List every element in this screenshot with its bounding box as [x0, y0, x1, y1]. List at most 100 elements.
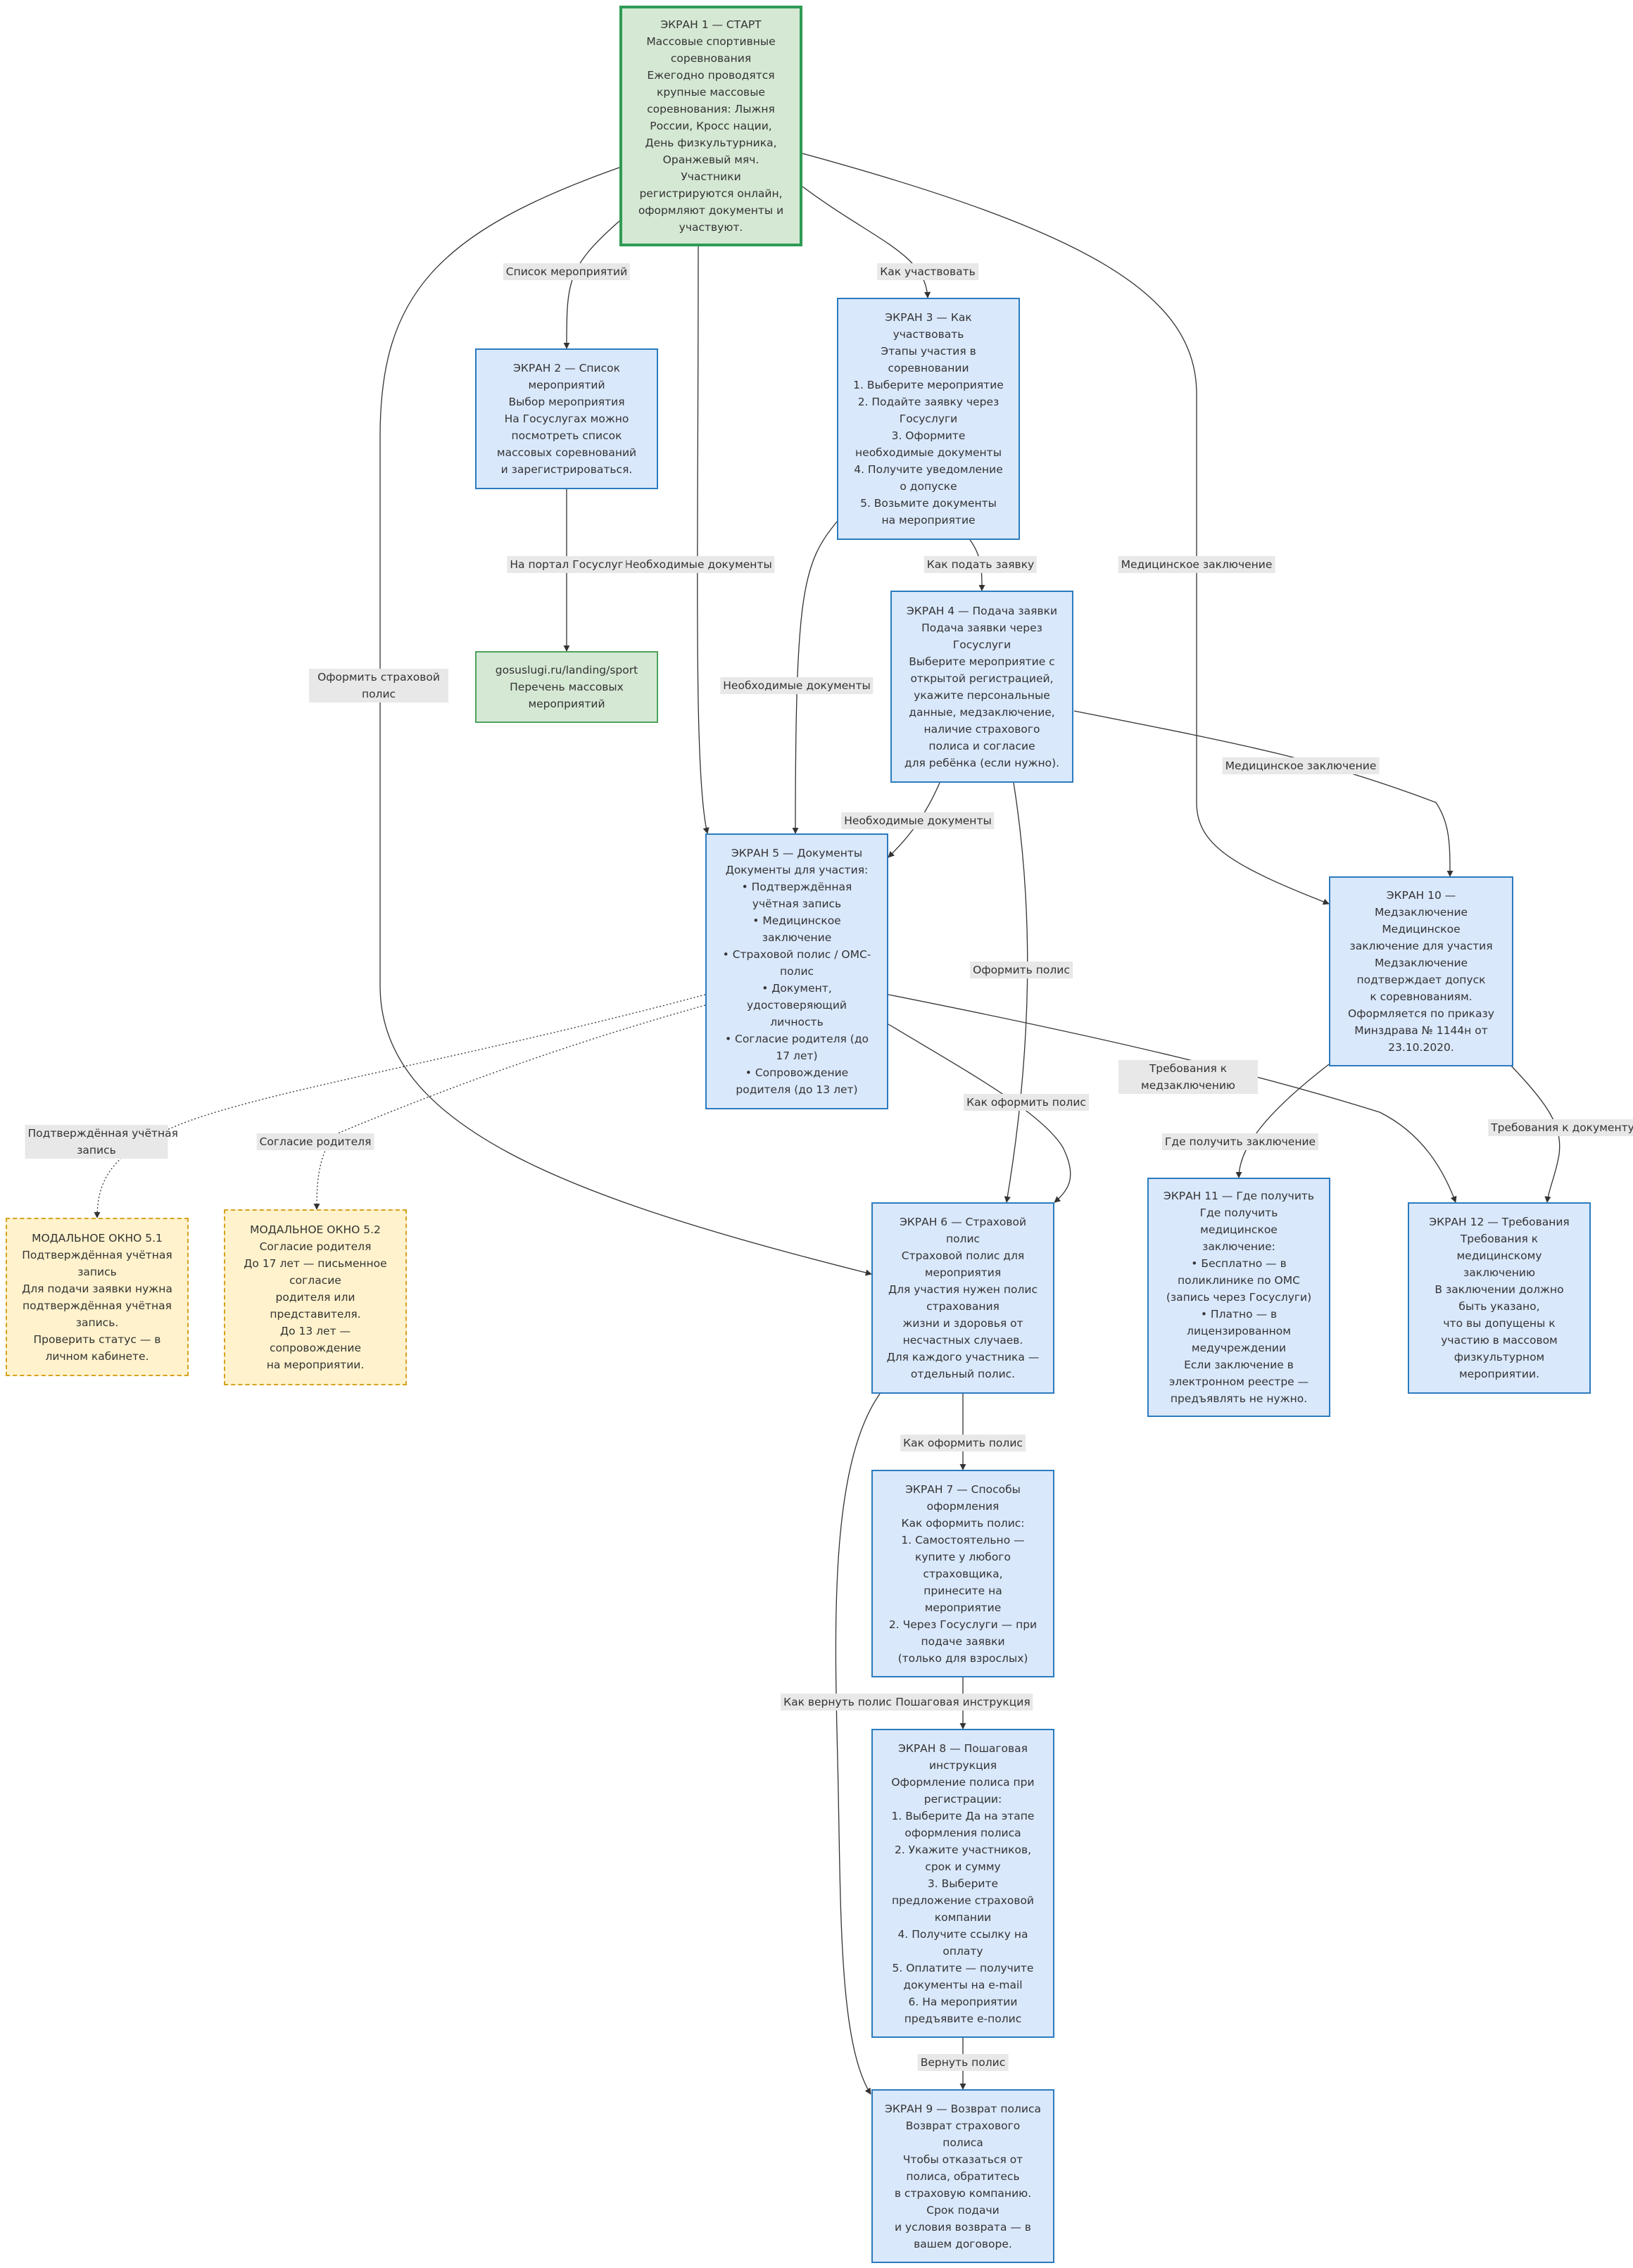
node-text-line: Выберите мероприятие с — [909, 655, 1055, 668]
node-text-line: открытой регистрацией, — [910, 672, 1054, 685]
node-text-line: необходимые документы — [855, 446, 1002, 459]
node-title: ЭКРАН 7 — Способы — [905, 1482, 1021, 1496]
node-text-line: • Платно — в — [1200, 1308, 1278, 1321]
node-text-line: мероприятии. — [1458, 1368, 1540, 1380]
edge-label-parent-consent: Согласие родителя — [256, 1133, 374, 1150]
node-text-line: Медицинское — [1382, 923, 1461, 935]
edge-label-text: полис — [361, 688, 396, 700]
edge-label-text: Как подать заявку — [926, 558, 1035, 571]
node-text-line: Оформление полиса при — [891, 1775, 1035, 1789]
edge-s10-s11 — [1235, 1064, 1330, 1178]
node-text-line: представителя. — [270, 1308, 361, 1321]
node-text-line: регистрируются онлайн, — [639, 187, 783, 200]
node-text-line: • Бесплатно — в — [1191, 1257, 1287, 1270]
node-title: ЭКРАН 12 — Требования — [1429, 1216, 1570, 1228]
node-text-line: Возврат страхового — [905, 2119, 1021, 2132]
node-text-line: страхования — [926, 1300, 1000, 1313]
node-text-line: 6. На мероприятии — [908, 1995, 1018, 2008]
node-text-line: 4. Получите уведомление — [854, 463, 1003, 476]
edge-label-text: Как вернуть полис — [783, 1696, 892, 1708]
node-text-line: для ребёнка (если нужно). — [904, 756, 1060, 769]
node-text-line: принесите на — [923, 1584, 1002, 1597]
edge-label-events-list: Список мероприятий — [503, 263, 631, 280]
node-text-line: • Документ, — [762, 982, 832, 995]
node-text-line: крупные массовые — [657, 86, 765, 99]
edge-s1-s5 — [697, 246, 710, 834]
node-title: ЭКРАН 9 — Возврат полиса — [885, 2102, 1041, 2115]
node-text-line: Подача заявки через — [921, 621, 1042, 634]
node-text-line: Для каждого участника — — [886, 1351, 1040, 1363]
edge-label-how-to-issue-policy: Как оформить полис — [964, 1094, 1089, 1111]
edge-s5-m51 — [94, 994, 706, 1218]
edge-s3-s5 — [792, 520, 838, 834]
node-text-line: 1. Выберите Да на этапе — [891, 1809, 1035, 1822]
node-text-line: полиса, обратитесь — [906, 2169, 1020, 2183]
edge-s10-s12 — [1509, 1064, 1561, 1203]
edge-label-where-to-get: Где получить заключение — [1161, 1133, 1319, 1150]
node-text-line: оформления — [926, 1499, 1000, 1513]
edge-label-text: Пошаговая инструкция — [895, 1696, 1030, 1708]
node-text-line: быть указано, — [1458, 1300, 1540, 1313]
edge-label-issue-policy: Оформить полис — [970, 962, 1073, 978]
node-text-line: Перечень массовых — [510, 681, 624, 693]
node-text-line: День физкультурника, — [645, 137, 777, 149]
node-text-line: предложение страховой — [891, 1894, 1035, 1907]
node-text-line: До 13 лет — — [279, 1325, 351, 1337]
node-text-line: на мероприятии. — [266, 1359, 365, 1371]
edge-s6-s9 — [835, 1393, 881, 2095]
node-text-line: России, Кросс нации, — [650, 120, 772, 132]
node-title: ЭКРАН 5 — Документы — [731, 847, 863, 859]
node-text-line: • Медицинское — [752, 914, 841, 927]
node-text-line: удостоверяющий — [746, 999, 847, 1012]
node-text-line: 5. Возьмите документы — [860, 497, 997, 510]
node-text-line: о допуске — [900, 480, 957, 493]
node-text-line: Где получить — [1199, 1207, 1278, 1219]
node-text-line: заключение для участия — [1349, 940, 1493, 952]
node-text-line: Минздрава № 1144н от — [1354, 1024, 1488, 1037]
node-text-line: Для подачи заявки нужна — [22, 1282, 172, 1295]
node-text-line: страховщика, — [923, 1567, 1003, 1580]
node-text-line: запись — [77, 1265, 117, 1278]
node-text-line: соревновании — [888, 362, 969, 374]
edge-s1-s2 — [563, 220, 620, 349]
node-text-line: наличие страхового — [923, 722, 1040, 736]
edge-label-medical-certificate: Медицинское заключение — [1222, 757, 1380, 774]
node-text-line: вашем договоре. — [914, 2237, 1012, 2250]
edge-label-text: Требования к документу — [1491, 1121, 1633, 1134]
node-text-line: участвуют. — [679, 221, 743, 234]
node-text-line: мероприятие — [924, 1601, 1002, 1614]
edge-label-return-policy: Вернуть полис — [917, 2054, 1009, 2071]
edge-s1-s10 — [802, 153, 1330, 905]
node-text-line: лицензированном — [1187, 1325, 1291, 1337]
node-text-line: мероприятий — [528, 379, 605, 391]
edge-label-medical-certificate: Медицинское заключение — [1118, 556, 1275, 573]
node-title: ЭКРАН 10 — — [1386, 889, 1456, 902]
node-text-line: оформления полиса — [904, 1826, 1021, 1839]
node-text-line: Оформляется по приказу — [1348, 1007, 1494, 1020]
node-text-line: укажите персональные — [914, 688, 1050, 702]
node-text-line: медицинское — [1200, 1223, 1278, 1236]
node-text-line: 17 лет) — [776, 1050, 818, 1062]
node-text-line: личном кабинете. — [45, 1349, 149, 1363]
node-text-line: полиса и согласие — [928, 739, 1035, 752]
node-title: ЭКРАН 8 — Пошаговая — [898, 1741, 1028, 1755]
node-text-line: данные, медзаключение, — [909, 705, 1055, 719]
node-text-line: и зарегистрироваться. — [500, 463, 633, 476]
node-text-line: 2. Через Госуслуги — при — [888, 1618, 1038, 1631]
